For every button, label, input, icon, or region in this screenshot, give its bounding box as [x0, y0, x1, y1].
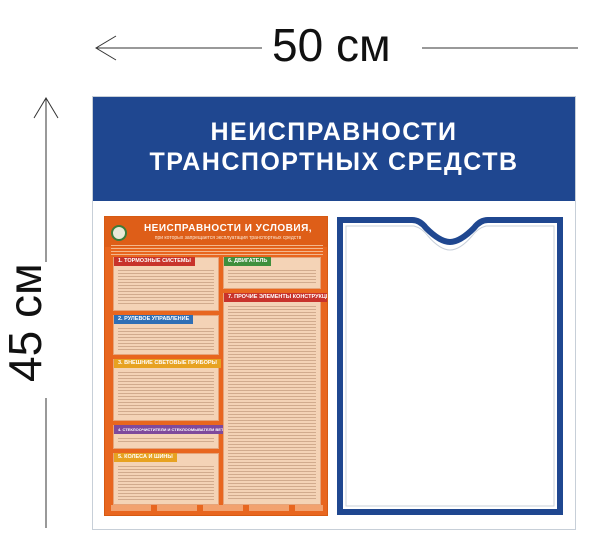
- poster-subtitle: при которых запрещается эксплуатация тра…: [154, 235, 302, 241]
- poster-section: 6. ДВИГАТЕЛЬ: [223, 257, 321, 289]
- board-header: НЕИСПРАВНОСТИ ТРАНСПОРТНЫХ СРЕДСТВ: [93, 97, 575, 201]
- poster-section: 1. ТОРМОЗНЫЕ СИСТЕМЫ: [113, 257, 219, 311]
- poster-section: 3. ВНЕШНИЕ СВЕТОВЫЕ ПРИБОРЫ: [113, 359, 221, 421]
- poster-intro-text: [111, 245, 323, 255]
- poster-title: НЕИСПРАВНОСТИ И УСЛОВИЯ,: [143, 223, 313, 234]
- poster-footer: [111, 505, 323, 511]
- width-dimension-label: 50 см: [272, 19, 391, 71]
- poster-section: 4. СТЕКЛООЧИСТИТЕЛИ И СТЕКЛООМЫВАТЕЛИ ВЕ…: [113, 425, 262, 449]
- section-text: [118, 466, 214, 500]
- section-label: 5. КОЛЕСА И ШИНЫ: [114, 453, 177, 462]
- section-text: [228, 270, 316, 284]
- section-label: 3. ВНЕШНИЕ СВЕТОВЫЕ ПРИБОРЫ: [114, 359, 221, 368]
- section-text: [118, 328, 214, 350]
- height-dimension-label: 45 см: [0, 263, 51, 382]
- section-label: 7. ПРОЧИЕ ЭЛЕМЕНТЫ КОНСТРУКЦИИ: [224, 293, 327, 302]
- section-label: 6. ДВИГАТЕЛЬ: [224, 257, 272, 266]
- poster-section: 7. ПРОЧИЕ ЭЛЕМЕНТЫ КОНСТРУКЦИИ: [223, 293, 327, 505]
- poster-section: 5. КОЛЕСА И ШИНЫ: [113, 453, 219, 505]
- info-poster: НЕИСПРАВНОСТИ И УСЛОВИЯ, при которых зап…: [104, 216, 328, 516]
- poster-header: [105, 217, 327, 247]
- header-title-line-1: НЕИСПРАВНОСТИ: [210, 118, 458, 146]
- section-text: [118, 438, 214, 444]
- section-text: [228, 306, 316, 500]
- pocket-window: [345, 225, 555, 507]
- pocket-frame: [337, 217, 563, 515]
- section-text: [118, 372, 214, 416]
- width-arrow-head: [95, 35, 117, 61]
- section-label: 1. ТОРМОЗНЫЕ СИСТЕМЫ: [114, 257, 195, 266]
- section-label: 2. РУЛЕВОЕ УПРАВЛЕНИЕ: [114, 315, 194, 324]
- document-pocket: [337, 217, 563, 515]
- section-text: [118, 270, 214, 306]
- poster-section: 2. РУЛЕВОЕ УПРАВЛЕНИЕ: [113, 315, 219, 355]
- height-arrow-head: [33, 97, 59, 119]
- emblem-icon: [111, 225, 127, 241]
- header-title-line-2: ТРАНСПОРТНЫХ СРЕДСТВ: [149, 148, 519, 176]
- section-label: 4. СТЕКЛООЧИСТИТЕЛИ И СТЕКЛООМЫВАТЕЛИ ВЕ…: [114, 425, 262, 434]
